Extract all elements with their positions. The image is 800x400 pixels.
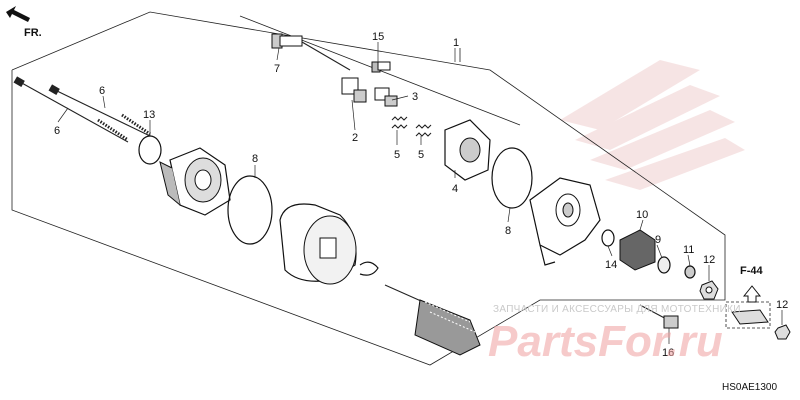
front-direction-label: FR.	[24, 27, 42, 39]
front-direction-arrow: FR.	[6, 6, 42, 39]
f44-reference-inset: F-44	[725, 265, 791, 340]
washer-14	[601, 229, 615, 247]
watermark: ЗАПЧАСТИ И АКСЕССУАРЫ ДЛЯ МОТОТЕХНИКИ Pa…	[488, 304, 741, 366]
callout-15: 15	[372, 31, 384, 43]
callout-3: 3	[412, 91, 418, 103]
brush-holder	[341, 77, 398, 107]
o-ring-13	[138, 135, 162, 165]
callout-2: 2	[352, 132, 358, 144]
brush-springs	[391, 116, 432, 137]
yoke-housing	[279, 203, 357, 285]
brush-holder-body-4	[444, 119, 491, 181]
screw-15	[371, 61, 391, 73]
callout-5b: 5	[418, 149, 424, 161]
callouts: 1 2 3 4 5 5 6 6 7 8 8 9 10 11 12 12 13 1…	[54, 31, 788, 359]
washer-9	[657, 256, 671, 274]
callout-8b: 8	[505, 225, 511, 237]
watermark-logo: PartsFor.ru	[488, 317, 723, 366]
callout-11: 11	[683, 244, 694, 256]
callout-12a: 12	[703, 254, 715, 266]
o-ring-8-left	[227, 175, 273, 245]
washer-11	[684, 265, 696, 279]
retaining-clip	[359, 261, 379, 276]
leader-lines	[57, 42, 783, 344]
f44-label: F-44	[740, 265, 764, 277]
callout-9: 9	[655, 234, 661, 246]
callout-14: 14	[605, 259, 617, 271]
watermark-text: ЗАПЧАСТИ И АКСЕССУАРЫ ДЛЯ МОТОТЕХНИКИ	[493, 304, 741, 315]
diagram-code: HS0AE1300	[722, 382, 777, 393]
rear-cover-bracket	[529, 177, 601, 266]
bolt-16	[639, 304, 679, 329]
through-bolts	[13, 76, 151, 143]
callout-12b: 12	[776, 299, 788, 311]
nut-12-upper	[699, 280, 719, 300]
callout-10: 10	[636, 209, 648, 221]
clutch-10	[619, 229, 656, 271]
callout-6b: 6	[54, 125, 60, 137]
wing-emblem-watermark	[560, 60, 745, 190]
callout-8a: 8	[252, 153, 258, 165]
front-cover	[159, 147, 231, 216]
o-ring-8-right	[491, 147, 533, 209]
callout-6a: 6	[99, 85, 105, 97]
callout-7: 7	[274, 63, 280, 75]
callout-13: 13	[143, 109, 155, 121]
callout-4: 4	[452, 183, 458, 195]
callout-1: 1	[453, 37, 459, 49]
brush-terminal-7	[271, 33, 351, 71]
armature	[384, 284, 481, 356]
callout-16: 16	[662, 347, 674, 359]
callout-5a: 5	[394, 149, 400, 161]
